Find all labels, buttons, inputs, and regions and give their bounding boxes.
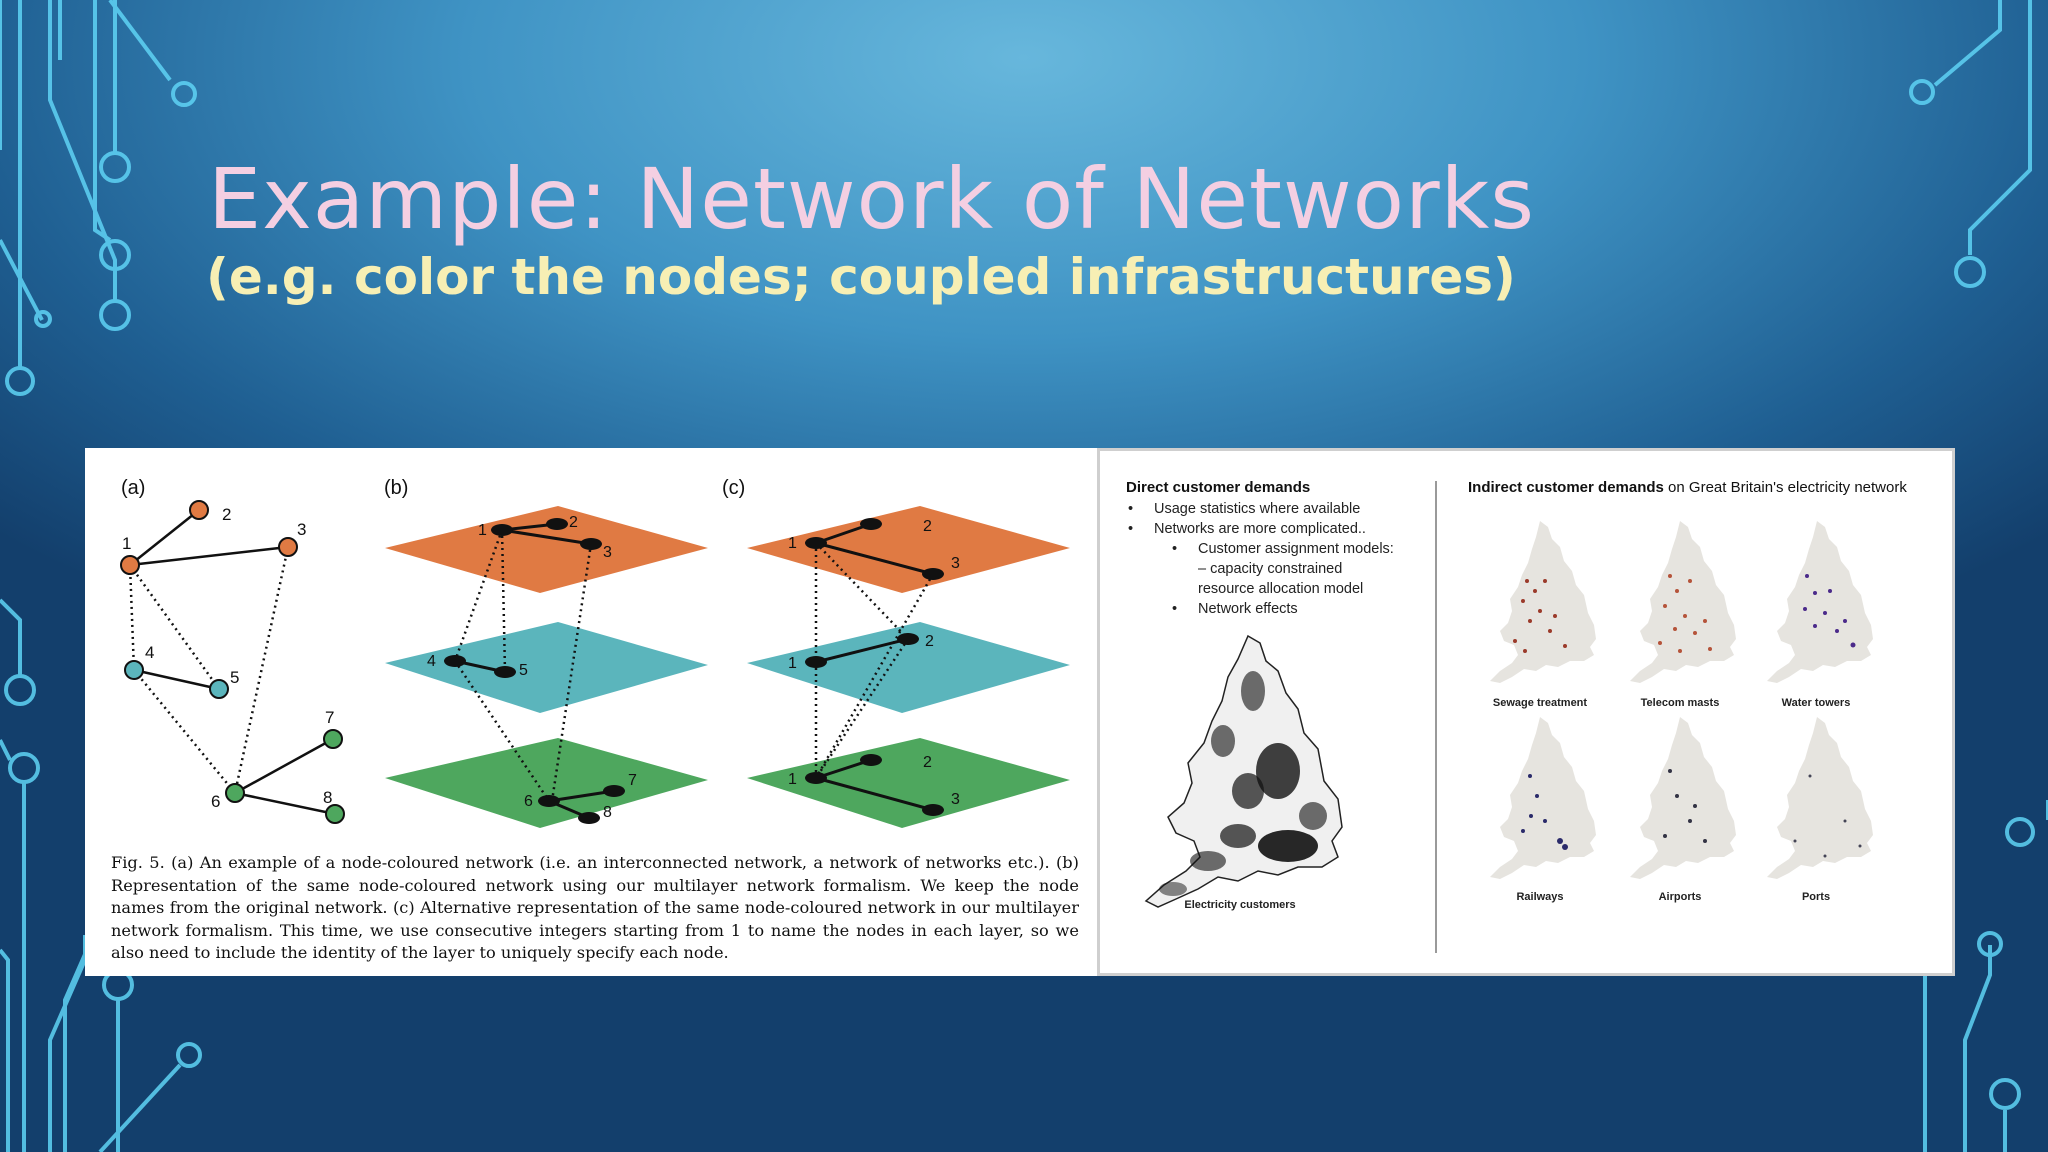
map-railways: [1490, 717, 1596, 879]
electricity-customers-map: [1144, 634, 1343, 908]
c-node-label: 3: [951, 791, 960, 808]
multilayer-figure-panel: (a) (b) (c): [85, 448, 1097, 976]
c-node-label: 1: [788, 771, 797, 788]
c-node-label: 1: [788, 535, 797, 552]
b-node-label: 2: [569, 514, 578, 531]
b-node-label: 8: [603, 804, 612, 821]
sub-bullet-continuation: resource allocation model: [1198, 581, 1364, 597]
slide-subtitle: (e.g. color the nodes; coupled infrastru…: [206, 248, 1516, 306]
b-node-label: 5: [519, 662, 528, 679]
figure-caption: Fig. 5. (a) An example of a node-coloure…: [111, 853, 1079, 962]
map-ports: [1767, 717, 1873, 879]
direct-demands-heading: Direct customer demands: [1126, 479, 1311, 496]
map-telecom-masts: [1630, 521, 1736, 683]
indirect-demand-maps: [1490, 521, 1873, 879]
electricity-customers-label: Electricity customers: [1184, 899, 1296, 911]
a-node-label: 7: [325, 708, 334, 727]
c-node-label: 3: [951, 555, 960, 572]
map-label: Sewage treatment: [1492, 697, 1588, 709]
a-node-label: 2: [222, 505, 231, 524]
sub-bullet-item: Customer assignment models:: [1126, 539, 1394, 559]
c-node-label: 2: [923, 518, 932, 535]
b-node-label: 4: [427, 653, 436, 670]
electricity-demand-panel: Direct customer demands Usage statistics…: [1097, 448, 1955, 976]
c-node-label: 2: [925, 633, 934, 650]
customer-density-dots: [1159, 671, 1327, 896]
panel-a-network: 1 2 3 4 5 6 7 8: [120, 500, 345, 824]
map-label: Water towers: [1781, 697, 1851, 709]
bullet-item: Usage statistics where available: [1126, 499, 1394, 519]
sub-bullet-continuation: – capacity constrained: [1198, 561, 1343, 577]
panel-divider: [1435, 481, 1437, 953]
slide-title: Example: Network of Networks: [208, 150, 1536, 248]
multilayer-network-figure: (a) (b) (c): [120, 477, 1070, 828]
indirect-demands-heading: Indirect customer demands: [1468, 479, 1664, 496]
b-node-label: 6: [524, 793, 533, 810]
map-water-towers: [1767, 521, 1873, 683]
map-label: Railways: [1516, 891, 1564, 903]
map-sewage-treatment: [1490, 521, 1596, 683]
indirect-demands-heading-rest: on Great Britain's electricity network: [1663, 479, 1907, 496]
b-node-label: 7: [628, 772, 637, 789]
a-node-label: 4: [145, 643, 154, 662]
panel-label-c: (c): [722, 477, 745, 499]
map-label: Ports: [1801, 891, 1831, 903]
b-node-label: 3: [603, 544, 612, 561]
a-node-label: 8: [323, 788, 332, 807]
direct-demands-list: Usage statistics where available Network…: [1126, 499, 1394, 619]
panel-c-multilayer: 1 2 3 1 2 1 2 3: [747, 506, 1070, 828]
map-airports: [1630, 717, 1736, 879]
panel-label-a: (a): [121, 477, 145, 499]
panel-b-multilayer: 1 2 3 4 5 6 7 8: [385, 506, 708, 828]
a-node-label: 6: [211, 792, 220, 811]
map-label: Airports: [1658, 891, 1702, 903]
sub-bullet-item: Network effects: [1126, 599, 1394, 619]
bullet-item: Networks are more complicated..: [1126, 519, 1394, 539]
map-label: Telecom masts: [1640, 697, 1720, 709]
a-node-label: 1: [122, 534, 131, 553]
a-node-label: 5: [230, 668, 239, 687]
a-node-label: 3: [297, 520, 306, 539]
b-node-label: 1: [478, 522, 487, 539]
panel-label-b: (b): [384, 477, 408, 499]
c-node-label: 2: [923, 754, 932, 771]
c-node-label: 1: [788, 655, 797, 672]
